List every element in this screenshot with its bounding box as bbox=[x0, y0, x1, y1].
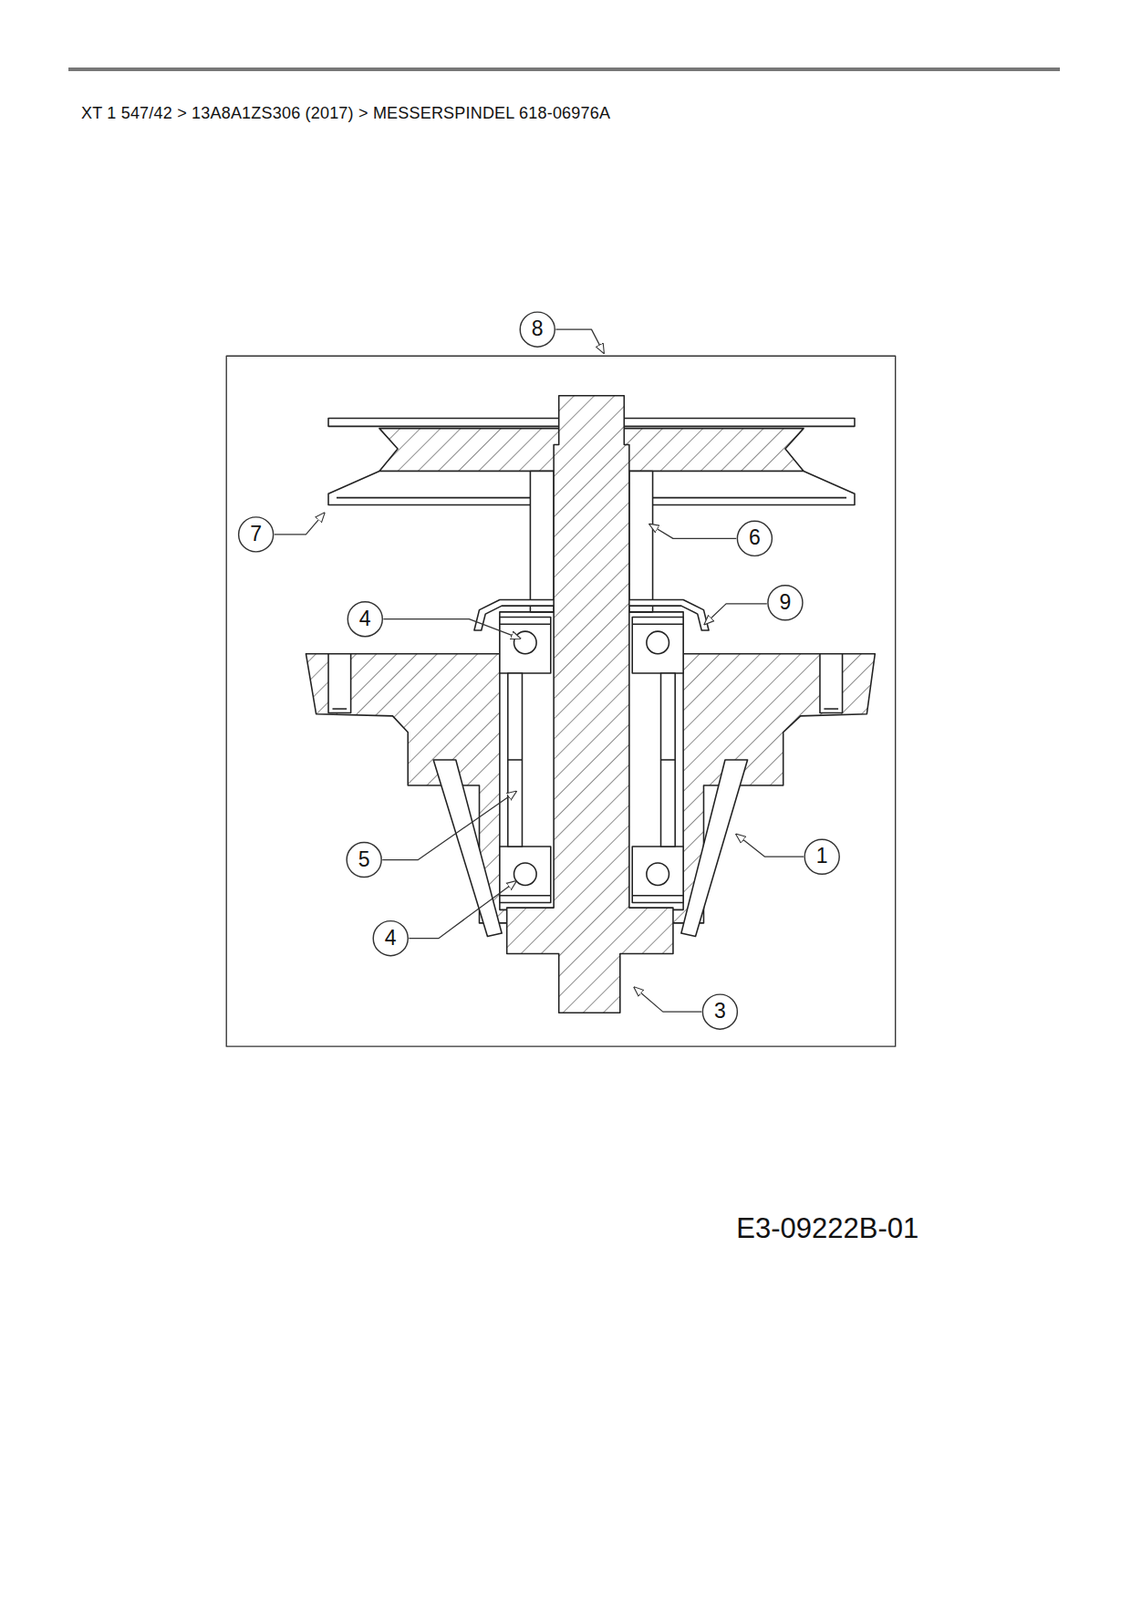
shaft bbox=[507, 395, 674, 1013]
callout-number: 1 bbox=[816, 845, 829, 867]
bearing bbox=[632, 894, 684, 897]
cone-wall bbox=[433, 759, 502, 936]
callout-circle bbox=[238, 517, 274, 552]
bolt-hole bbox=[332, 707, 348, 710]
tube bbox=[661, 758, 676, 761]
callout-circle bbox=[767, 585, 803, 621]
callout-number: 5 bbox=[358, 849, 371, 871]
leader-line bbox=[382, 791, 516, 861]
bearing bbox=[632, 622, 684, 625]
callout-number: 9 bbox=[779, 591, 792, 613]
callout-circle bbox=[347, 601, 383, 637]
bearing-ball bbox=[646, 631, 670, 654]
callout-circle bbox=[519, 311, 555, 347]
leader-line bbox=[408, 881, 516, 939]
bolt-hole bbox=[328, 653, 352, 714]
callout-circle bbox=[736, 520, 772, 556]
tube bbox=[508, 673, 523, 847]
spacer bbox=[629, 471, 654, 613]
bearing bbox=[499, 622, 551, 625]
callout-number: 4 bbox=[359, 608, 372, 630]
leader-line bbox=[705, 603, 768, 624]
bolt-hole bbox=[823, 707, 839, 710]
header-rule bbox=[68, 67, 1060, 72]
callout-circle bbox=[804, 839, 840, 874]
cone-wall bbox=[681, 759, 748, 936]
tube bbox=[508, 758, 523, 761]
bearing-ball bbox=[646, 862, 670, 886]
callout-number: 7 bbox=[249, 523, 262, 545]
bolt-hole bbox=[819, 653, 843, 714]
breadcrumb-title: XT 1 547/42 > 13A8A1ZS306 (2017) > MESSE… bbox=[81, 103, 611, 124]
bearing-ball bbox=[514, 862, 538, 886]
callout-number: 4 bbox=[384, 927, 397, 949]
callout-circle bbox=[346, 842, 382, 878]
spindle-drawing bbox=[226, 311, 895, 1047]
leader-line bbox=[633, 986, 702, 1012]
callout-number: 3 bbox=[714, 1000, 727, 1022]
bearing bbox=[499, 846, 551, 903]
bearing-ball bbox=[514, 631, 538, 654]
callout-circle bbox=[702, 994, 737, 1029]
callout-circle bbox=[373, 921, 408, 956]
leader-line bbox=[649, 524, 737, 540]
callout-number: 8 bbox=[531, 318, 544, 340]
drawing-code: E3-09222B-01 bbox=[736, 1214, 919, 1243]
bearing bbox=[632, 846, 684, 903]
leader-line bbox=[736, 834, 804, 858]
bearing bbox=[499, 616, 551, 673]
frame bbox=[226, 355, 895, 1047]
callout-number: 6 bbox=[748, 527, 761, 549]
callout-circles bbox=[238, 311, 841, 1029]
leader-lines bbox=[274, 329, 804, 1012]
leader-line bbox=[274, 512, 325, 534]
spacer bbox=[529, 471, 554, 613]
bearing bbox=[632, 616, 684, 673]
bearing bbox=[499, 894, 551, 897]
tube bbox=[661, 673, 676, 847]
leader-line bbox=[383, 619, 520, 639]
leader-line bbox=[555, 329, 604, 353]
